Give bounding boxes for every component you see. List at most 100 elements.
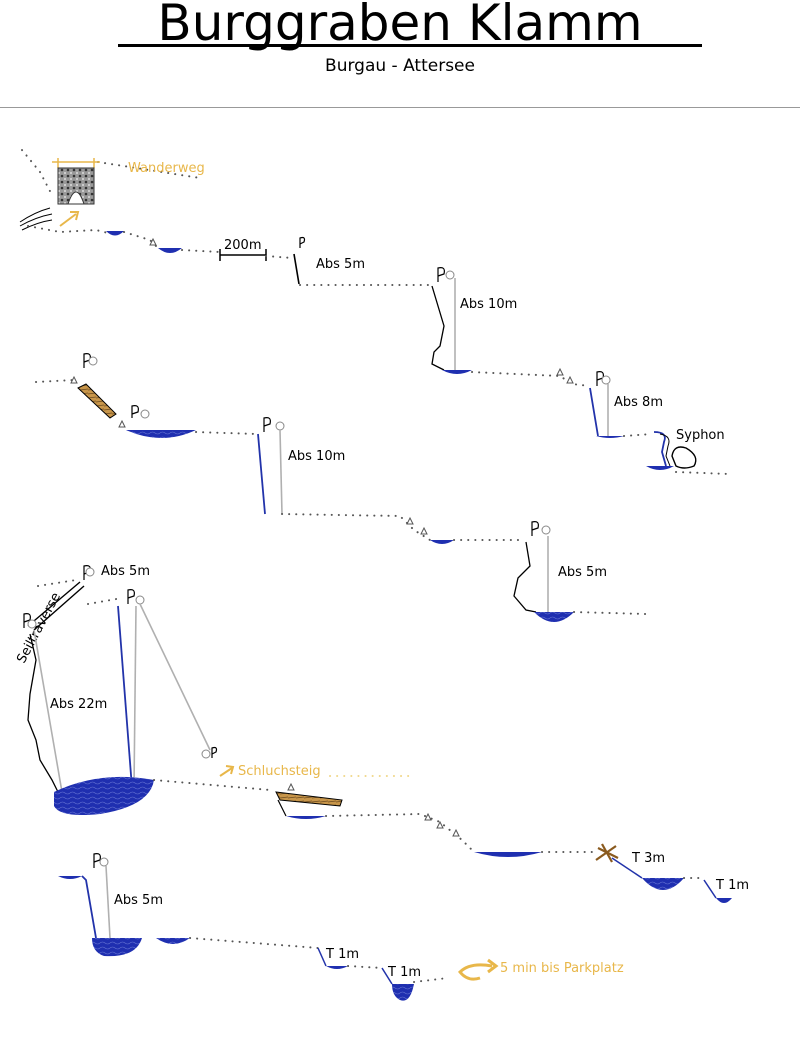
t3-label: T 3m xyxy=(631,851,665,866)
trail-segment xyxy=(181,249,221,253)
rope xyxy=(105,865,111,939)
pool xyxy=(642,878,684,890)
slide-line xyxy=(317,947,327,967)
abs5c-label: Abs 5m xyxy=(101,564,150,579)
trail-segment xyxy=(265,255,293,259)
pool xyxy=(326,966,348,969)
rock-wall xyxy=(431,285,445,371)
abs5d-label: Abs 5m xyxy=(114,893,163,908)
abs8-label: Abs 8m xyxy=(614,395,663,410)
trail-segment xyxy=(623,433,653,437)
pool xyxy=(106,231,124,236)
trail-segment xyxy=(35,379,75,383)
boulder-marker xyxy=(420,526,428,535)
seiltraverse-label: Seiltraverse xyxy=(14,590,64,666)
boulder-marker xyxy=(118,419,126,428)
syphon xyxy=(646,431,697,470)
pool xyxy=(54,776,154,815)
log-slide xyxy=(275,791,343,807)
boulder-marker xyxy=(556,367,564,376)
slide-line xyxy=(611,857,643,879)
slide-line xyxy=(703,879,717,899)
title-underline xyxy=(118,44,702,47)
t1a-label: T 1m xyxy=(715,878,749,893)
abs10-label: Abs 10m xyxy=(460,297,517,312)
anchor xyxy=(23,613,37,629)
header: Burggraben Klamm Burgau - Attersee xyxy=(0,0,800,108)
anchor xyxy=(437,267,455,282)
pool xyxy=(474,852,542,857)
rope xyxy=(33,629,63,793)
anchor xyxy=(596,371,611,386)
drop-5m xyxy=(293,253,300,285)
rope xyxy=(139,603,211,751)
rock-wall xyxy=(513,541,537,613)
trail-segment xyxy=(573,611,647,615)
approach-trail xyxy=(21,149,53,196)
anchor xyxy=(201,746,218,759)
trail-segment xyxy=(675,471,731,475)
scree-lines xyxy=(19,207,53,231)
anchor xyxy=(93,853,109,868)
entry-arrow xyxy=(59,213,77,227)
page-subtitle: Burgau - Attersee xyxy=(325,56,475,76)
rope xyxy=(279,429,283,515)
wanderweg-gate xyxy=(52,158,100,205)
pool xyxy=(158,248,182,253)
header-divider xyxy=(0,107,800,108)
boulder-marker xyxy=(406,516,414,525)
t1b-label: T 1m xyxy=(325,947,359,962)
boulder-marker xyxy=(566,375,574,384)
rope xyxy=(257,433,266,515)
slide-line xyxy=(381,967,393,985)
anchor xyxy=(263,417,285,432)
rope xyxy=(589,387,599,437)
schluchsteig-arrow xyxy=(219,767,233,777)
trail-segment xyxy=(27,225,109,234)
pool xyxy=(126,430,196,438)
parkplatz-arrow xyxy=(457,963,493,981)
pool xyxy=(92,938,142,957)
pool xyxy=(716,898,732,903)
anchor xyxy=(83,565,95,580)
abs10b-label: Abs 10m xyxy=(288,449,345,464)
boulder-marker xyxy=(452,828,460,837)
anchor xyxy=(127,589,145,605)
pool xyxy=(286,816,326,819)
rope xyxy=(133,605,137,789)
traverse-rope xyxy=(27,581,81,627)
wanderweg-trail xyxy=(97,161,201,179)
rope xyxy=(117,605,133,789)
rope xyxy=(81,875,97,939)
anchor xyxy=(531,521,551,536)
anchor xyxy=(299,236,306,248)
trail-segment xyxy=(325,812,475,853)
pool xyxy=(156,938,190,944)
abs22-label: Abs 22m xyxy=(50,697,107,712)
boulder-marker xyxy=(287,782,295,791)
rock-wall xyxy=(27,633,59,793)
trail-segment xyxy=(281,513,431,541)
logjam xyxy=(595,843,619,863)
pool xyxy=(442,370,472,374)
traverse-rope xyxy=(33,585,85,631)
wanderweg-label: Wanderweg xyxy=(128,161,205,176)
boulder-marker xyxy=(436,820,444,829)
parkplatz-label: 5 min bis Parkplatz xyxy=(500,961,624,976)
page-title: Burggraben Klamm xyxy=(157,0,643,52)
anchor xyxy=(83,353,98,368)
boulder-marker xyxy=(70,375,78,384)
trail-segment xyxy=(347,965,383,969)
trail-segment xyxy=(189,937,319,949)
pool xyxy=(534,612,574,622)
rock-wall xyxy=(277,799,287,817)
syphon-label: Syphon xyxy=(676,428,725,443)
pool xyxy=(58,876,82,879)
trail-segment xyxy=(413,977,449,983)
scale-bar xyxy=(219,249,267,261)
pool xyxy=(392,984,414,1001)
trail-segment xyxy=(471,371,591,387)
boulder-marker xyxy=(149,237,157,246)
t1c-label: T 1m xyxy=(387,965,421,980)
